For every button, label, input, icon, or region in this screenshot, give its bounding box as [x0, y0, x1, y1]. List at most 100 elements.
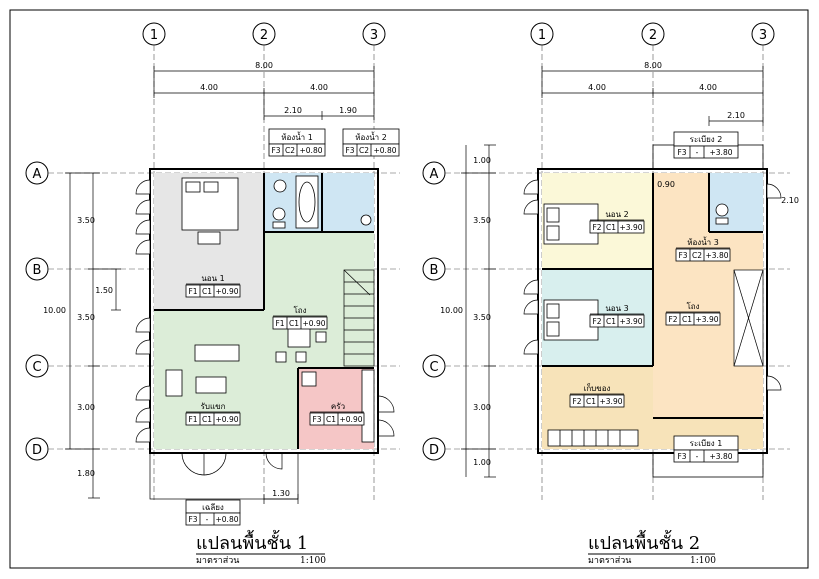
room-tag-kitchen: ครัว F3 C1 +0.90 — [309, 402, 365, 426]
svg-text:F3: F3 — [677, 148, 686, 157]
plan2-scale-value: 1:100 — [690, 556, 716, 566]
svg-text:+3.80: +3.80 — [710, 452, 733, 461]
storage-shelves-2 — [547, 429, 639, 447]
svg-text:นอน 3: นอน 3 — [605, 304, 628, 313]
plan2-title: แปลนพื้นชั้น 2 — [588, 530, 700, 554]
dim-sub1: 2.10 — [284, 106, 302, 115]
svg-text:C2: C2 — [692, 251, 702, 260]
svg-text:F2: F2 — [572, 397, 581, 406]
sheet-border — [9, 9, 809, 569]
dim2-side-total: 10.00 — [440, 306, 463, 315]
grid-col-2: 2 — [252, 22, 276, 46]
bath-fixtures-1 — [272, 175, 372, 229]
dims-top-2 — [541, 66, 764, 126]
grid2-row-a: A — [422, 161, 446, 185]
dim-bottom-1 — [263, 494, 299, 504]
dim-right: 4.00 — [310, 83, 328, 92]
svg-text:A: A — [430, 167, 439, 182]
svg-text:F1: F1 — [275, 319, 284, 328]
svg-text:F3: F3 — [312, 415, 321, 424]
svg-text:นอน 1: นอน 1 — [201, 274, 224, 283]
room-tag-living: รับแขก F1 C1 +0.90 — [185, 402, 241, 426]
dim-left: 4.00 — [200, 83, 218, 92]
svg-text:โถง: โถง — [293, 305, 306, 315]
svg-text:D: D — [429, 443, 439, 458]
room-hall-fill — [264, 232, 374, 368]
dims-top-1 — [153, 66, 375, 120]
svg-text:เฉลียง: เฉลียง — [202, 503, 224, 512]
svg-text:-: - — [206, 515, 209, 524]
svg-text:B: B — [33, 263, 42, 278]
svg-text:C1: C1 — [682, 315, 692, 324]
grid-row-b: B — [25, 257, 49, 281]
room-tag-hall2: โถง F2 C1 +3.90 — [665, 301, 721, 326]
svg-text:ห้องน้ำ 1: ห้องน้ำ 1 — [281, 131, 313, 142]
svg-text:F3: F3 — [188, 515, 197, 524]
svg-text:C1: C1 — [202, 415, 212, 424]
dim2-side-d0: 1.00 — [473, 156, 491, 165]
doors-bottom-1 — [149, 395, 395, 500]
svg-text:C1: C1 — [586, 397, 596, 406]
plan1-scale-value: 1:100 — [300, 556, 326, 566]
svg-text:C1: C1 — [606, 223, 616, 232]
svg-text:C1: C1 — [289, 319, 299, 328]
dim-side-d3: 3.50 — [77, 313, 95, 322]
svg-text:นอน 2: นอน 2 — [605, 210, 628, 219]
svg-text:1: 1 — [538, 28, 546, 43]
stair-1 — [343, 269, 375, 367]
dim2-misc-b: 2.10 — [781, 196, 799, 205]
room-tag-bed1: นอน 1 F1 C1 +0.90 — [185, 274, 241, 298]
room-tag-bath1: ห้องน้ำ 1 F3 C2 +0.80 — [268, 128, 326, 157]
plan1-title: แปลนพื้นชั้น 1 — [196, 530, 308, 554]
svg-text:D: D — [32, 443, 42, 458]
plan1-scale-label: มาตราส่วน — [196, 556, 239, 566]
dim-side-total: 10.00 — [43, 306, 66, 315]
svg-text:เก็บของ: เก็บของ — [584, 383, 611, 393]
svg-text:F2: F2 — [668, 315, 677, 324]
room-tag-balcony1: ระเบียง 1 F3 - +3.80 — [673, 435, 739, 463]
dim2-total-width: 8.00 — [644, 61, 662, 70]
room-tag-porch: เฉลียง F3 - +0.80 — [185, 499, 241, 526]
svg-text:C2: C2 — [359, 146, 369, 155]
svg-text:B: B — [430, 263, 439, 278]
svg-text:+0.80: +0.80 — [300, 146, 323, 155]
dim-sub2: 1.90 — [339, 106, 357, 115]
dims-side-1 — [65, 172, 121, 499]
svg-text:3: 3 — [759, 28, 767, 43]
svg-text:ระเบียง 1: ระเบียง 1 — [690, 439, 723, 448]
svg-text:+0.90: +0.90 — [340, 415, 363, 424]
svg-text:+3.90: +3.90 — [620, 223, 643, 232]
svg-text:รับแขก: รับแขก — [201, 402, 226, 411]
grid2-row-c: C — [422, 354, 446, 378]
plan2-scale-label: มาตราส่วน — [588, 556, 631, 566]
svg-text:ห้องน้ำ 3: ห้องน้ำ 3 — [687, 236, 719, 247]
windows-left-1 — [135, 179, 151, 443]
svg-text:2: 2 — [260, 28, 268, 43]
svg-text:ห้องน้ำ 2: ห้องน้ำ 2 — [355, 131, 387, 142]
svg-text:+0.80: +0.80 — [216, 515, 239, 524]
svg-text:F2: F2 — [592, 223, 601, 232]
svg-text:C: C — [32, 360, 41, 375]
svg-text:F2: F2 — [592, 317, 601, 326]
svg-text:2: 2 — [649, 28, 657, 43]
room-tag-bath2: ห้องน้ำ 2 F3 C2 +0.80 — [342, 128, 400, 157]
grid-col-3: 3 — [362, 22, 386, 46]
svg-text:1: 1 — [150, 28, 158, 43]
room-tag-balcony2: ระเบียง 2 F3 - +3.80 — [673, 131, 739, 159]
svg-text:+0.90: +0.90 — [216, 415, 239, 424]
dim2-sub1: 2.10 — [727, 111, 745, 120]
room-tag-storage: เก็บของ F2 C1 +3.90 — [569, 383, 625, 408]
bath3-fixtures — [715, 203, 729, 225]
svg-text:F3: F3 — [677, 452, 686, 461]
svg-text:+3.90: +3.90 — [696, 315, 719, 324]
grid2-col-3: 3 — [751, 22, 775, 46]
sofa-set-1 — [165, 344, 240, 397]
svg-text:F3: F3 — [678, 251, 687, 260]
dining-set-1 — [275, 324, 327, 363]
grid-col-1: 1 — [142, 22, 166, 46]
dim2-side-d5: 1.00 — [473, 458, 491, 467]
svg-text:C1: C1 — [202, 287, 212, 296]
grid2-row-b: B — [422, 257, 446, 281]
grid2-col-1: 1 — [530, 22, 554, 46]
svg-text:F3: F3 — [271, 146, 280, 155]
